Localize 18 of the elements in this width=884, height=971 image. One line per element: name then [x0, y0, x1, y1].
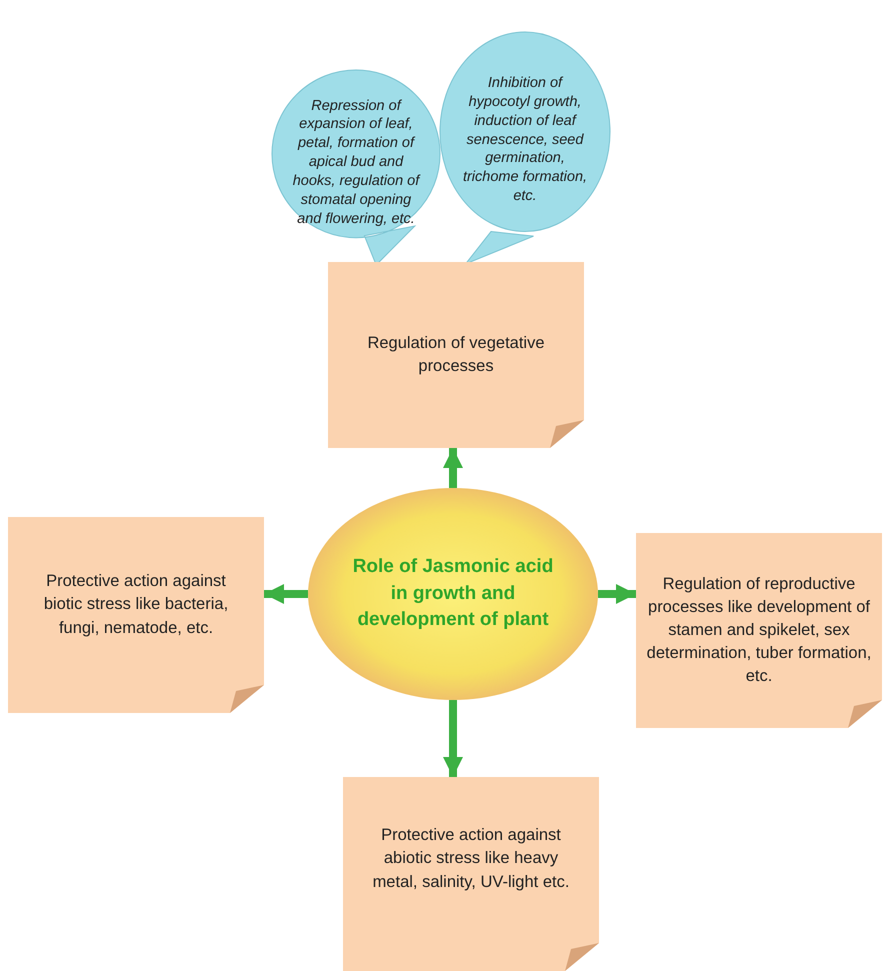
description-text: Regulation of reproductive processes like development of stamen and spikelet, sex determination, tuber formation, etc. — [646, 574, 872, 688]
description-text: Repression of expansion of leaf, petal, formation of apical bud and hooks, regulation of stomatal opening and flowering, etc. — [292, 96, 420, 228]
sticky-note — [328, 262, 584, 448]
arrow — [598, 584, 636, 604]
arrow — [443, 700, 463, 777]
description-text: Protective action against biotic stress like bacteria, fungi, nematode, etc. — [42, 571, 230, 639]
description-text: Regulation of vegetative processes — [366, 332, 546, 377]
arrow — [264, 584, 308, 604]
description-text: Inhibition of hypocotyl growth, induction of leaf senescence, seed germination, trichome formation, etc. — [462, 74, 588, 206]
sticky-note — [8, 517, 264, 713]
speech-bubble — [272, 70, 440, 265]
arrow — [443, 448, 463, 488]
sticky-note — [636, 533, 882, 728]
speech-bubble — [440, 32, 610, 264]
title-text: Role of Jasmonic acid in growth and development of plant — [352, 555, 554, 632]
sticky-note — [343, 777, 599, 971]
description-text: Protective action against abiotic stress like heavy metal, salinity, UV-light etc. — [372, 825, 570, 893]
central-ellipse — [308, 488, 598, 700]
